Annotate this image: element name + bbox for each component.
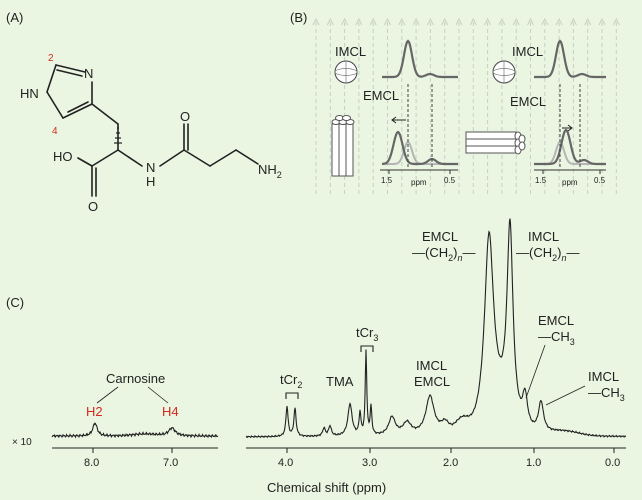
left-fiber-bundle-icon — [331, 115, 355, 177]
imcl-ch3-leader — [545, 385, 586, 406]
atom-h-amide: H — [146, 174, 155, 189]
tick-3-0: 3.0 — [362, 457, 377, 469]
carnosine-structure — [46, 64, 259, 197]
left-imcl-peak — [382, 39, 458, 79]
left-emcl-label: EMCL — [363, 88, 399, 103]
imcl-ch3-name: IMCL — [588, 369, 619, 384]
left-droplet-icon — [334, 60, 358, 84]
right-axis-ticks — [286, 448, 615, 453]
carnosine-label: Carnosine — [106, 371, 165, 386]
imcl-ch2-group: —(CH2)n— — [516, 245, 579, 263]
stereo-wedge — [114, 127, 122, 144]
x-axis-label: Chemical shift (ppm) — [267, 480, 386, 495]
tick-2-0: 2.0 — [443, 457, 458, 469]
main-spectrum-trace — [245, 218, 627, 439]
right-imcl-label: IMCL — [512, 44, 543, 59]
left-tick-0-5: 0.5 — [444, 176, 456, 185]
emcl-ch3-group: —CH3 — [538, 329, 575, 347]
right-tick-1-5: 1.5 — [535, 176, 547, 185]
atom-o-amide: O — [180, 109, 190, 124]
atom-nh2: NH2 — [258, 162, 282, 180]
tma-label: TMA — [326, 374, 354, 389]
tcr2-label: tCr2 — [280, 372, 302, 390]
emcl-ch2-group: —(CH2)n— — [412, 245, 475, 263]
right-emcl-peak — [534, 128, 606, 166]
right-shift-arrow — [562, 124, 573, 132]
emcl-ch3-name: EMCL — [538, 313, 574, 328]
right-ppm-label: ppm — [562, 178, 578, 187]
left-emcl-peak — [382, 130, 458, 166]
emcl-ch3-leader — [525, 344, 546, 399]
carnosine-leader-h2 — [96, 386, 119, 404]
right-emcl-label: EMCL — [510, 94, 546, 109]
tcr2-bracket — [285, 392, 299, 399]
tcr3-label: tCr3 — [356, 325, 378, 343]
right-droplet-icon — [492, 60, 516, 84]
imcl-ch2-name: IMCL — [528, 229, 559, 244]
atom-hn: HN — [20, 86, 39, 101]
panel-b-label: (B) — [290, 10, 307, 25]
atom-ho: HO — [53, 149, 73, 164]
panel-b-field-lines — [312, 17, 620, 196]
imcl-ch3-group: —CH3 — [588, 385, 625, 403]
imcl-emcl-top-label: IMCL — [416, 358, 447, 373]
emcl-ch2-name: EMCL — [422, 229, 458, 244]
carnosine-window-trace — [51, 422, 219, 439]
h4-label: H4 — [162, 404, 179, 419]
imcl-emcl-bottom-label: EMCL — [414, 374, 450, 389]
right-fiber-bundle-icon — [465, 131, 526, 155]
right-imcl-peak — [534, 39, 606, 79]
atom-n-upper: N — [84, 66, 93, 81]
left-shift-arrow — [391, 116, 406, 124]
ring-position-4: 4 — [52, 126, 58, 137]
right-tick-0-5: 0.5 — [594, 176, 606, 185]
atom-n-amide: N — [146, 160, 155, 175]
tick-8-0: 8.0 — [84, 457, 99, 469]
left-ppm-label: ppm — [411, 178, 427, 187]
h2-label: H2 — [86, 404, 103, 419]
tick-4-0: 4.0 — [278, 457, 293, 469]
scale-multiplier: × 10 — [12, 437, 32, 448]
left-imcl-label: IMCL — [335, 44, 366, 59]
ring-position-2: 2 — [48, 53, 54, 64]
panel-a-label: (A) — [6, 10, 23, 25]
atom-o-acid: O — [88, 199, 98, 214]
tcr3-bracket — [360, 345, 374, 352]
tick-0-0: 0.0 — [605, 457, 620, 469]
tick-1-0: 1.0 — [526, 457, 541, 469]
tick-7-0: 7.0 — [163, 457, 178, 469]
panel-c-label: (C) — [6, 295, 24, 310]
left-tick-1-5: 1.5 — [381, 176, 393, 185]
carnosine-leader-h4 — [147, 386, 169, 404]
